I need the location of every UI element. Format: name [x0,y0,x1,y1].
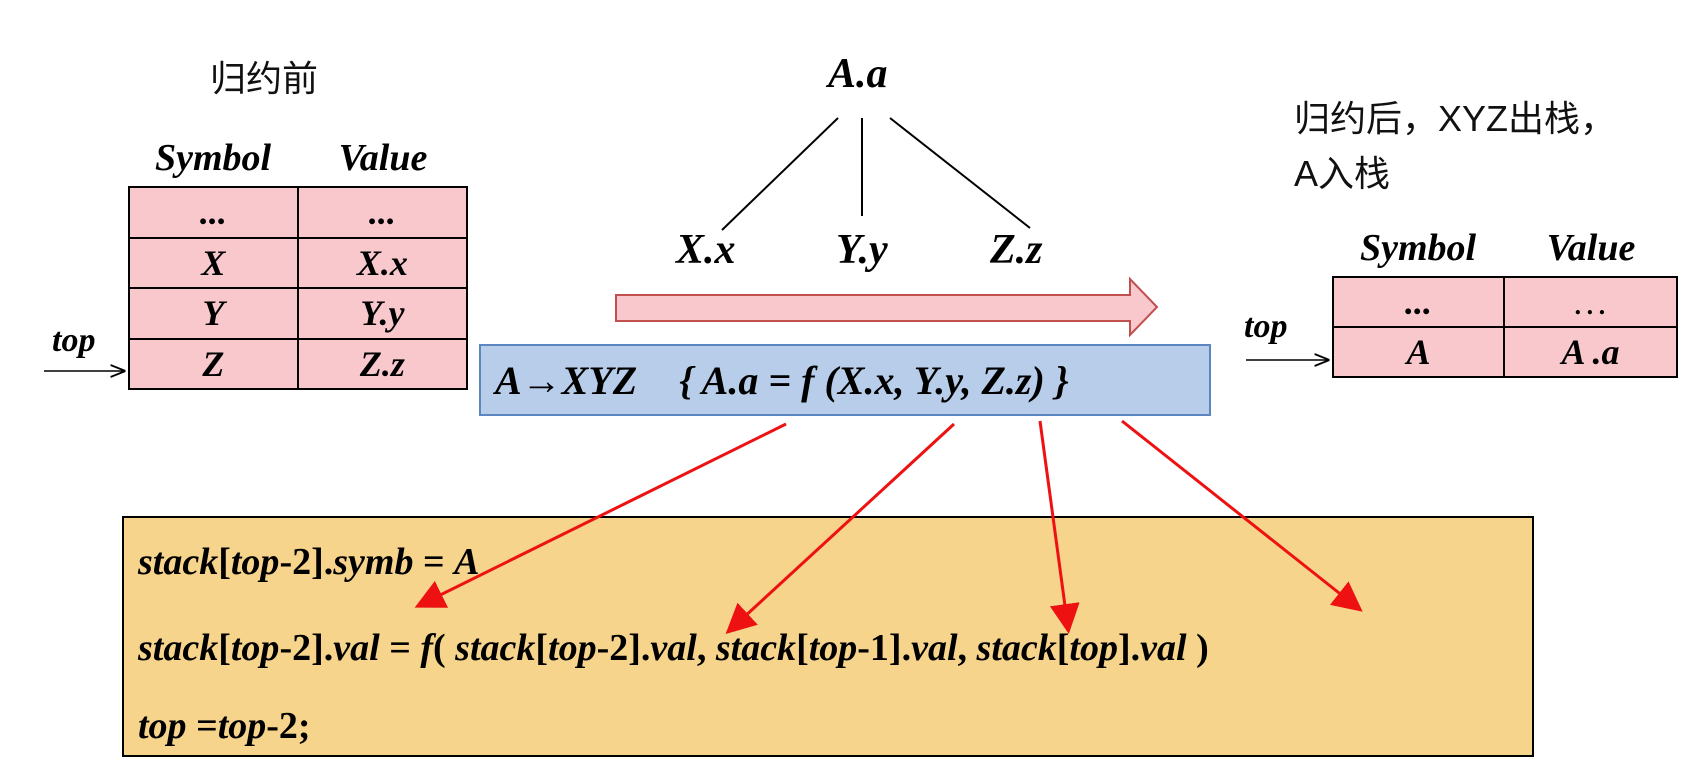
code-line-top: top =top-2; [138,705,311,747]
right-cell-value-0: … [1502,276,1679,328]
left-cell-value-3: Z.z [296,337,469,390]
table-row: ... … [1332,276,1679,328]
label-before-reduction: 归约前 [210,59,319,100]
tree-child-y: Y.y [836,227,888,273]
production: A→XYZ [495,357,638,403]
label-after-reduction-line2: A入栈 [1294,153,1391,194]
code-line-symb: stack[top-2].symb = A [138,541,480,583]
left-cell-value-0: ... [296,186,469,239]
red-arrow-a [414,422,787,608]
tree-edge-z [889,117,1031,229]
table-row: A A .a [1332,326,1679,378]
left-cell-value-1: X.x [296,236,469,289]
table-row: Y Y.y [128,287,469,340]
left-table-header-symbol: Symbol [154,137,272,179]
right-stack-table: ... … A A .a [1332,276,1679,378]
left-table-header-value: Value [338,137,428,179]
right-cell-value-1: A .a [1502,326,1679,378]
tree-root-label: A.a [828,51,888,97]
code-line-val: stack[top-2].val = f( stack[top-2].val, … [138,627,1209,669]
right-cell-symbol-1: A [1332,326,1505,378]
red-arrow-y [1038,420,1080,634]
left-top-pointer-label: top [52,322,96,359]
table-row: Z Z.z [128,337,469,390]
right-table-header-symbol: Symbol [1359,227,1477,269]
left-cell-symbol-2: Y [128,287,299,340]
left-cell-symbol-3: Z [128,337,299,390]
tree-child-z: Z.z [990,227,1043,273]
right-top-pointer-label: top [1244,308,1288,345]
left-cell-value-2: Y.y [296,287,469,340]
right-table-header-value: Value [1546,227,1636,269]
code-box: stack[top-2].symb = A stack[top-2].val =… [122,516,1534,757]
tree-child-x: X.x [676,227,736,273]
table-row: X X.x [128,236,469,289]
left-stack-table: ... ... X X.x Y Y.y Z Z.z [128,186,469,390]
table-row: ... ... [128,186,469,239]
big-right-arrow [615,276,1159,338]
red-arrow-z [1121,419,1363,612]
production-rule-box: A→XYZ { A.a = f (X.x, Y.y, Z.z) } [479,344,1211,416]
right-cell-symbol-0: ... [1332,276,1505,328]
left-cell-symbol-0: ... [128,186,299,239]
left-cell-symbol-1: X [128,236,299,289]
tree-edge-x [721,117,839,231]
red-arrow-x [725,422,956,635]
semantic-action: { A.a = f (X.x, Y.y, Z.z) } [679,357,1069,403]
label-after-reduction-line1: 归约后，XYZ出栈， [1294,98,1617,139]
